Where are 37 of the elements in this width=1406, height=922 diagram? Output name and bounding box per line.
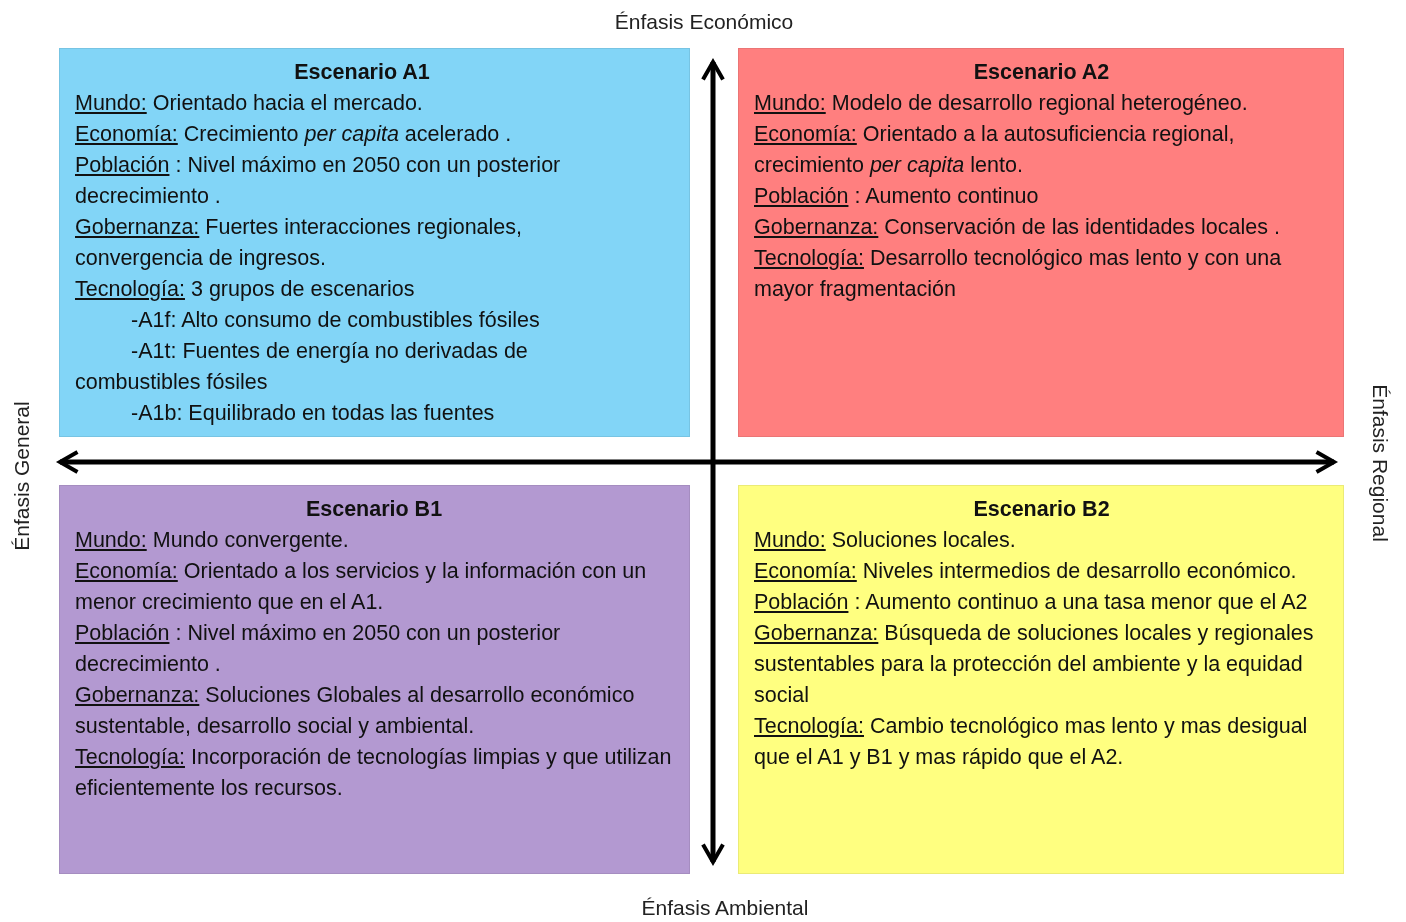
- double-arrow: [58, 450, 1336, 474]
- scenario-heading: Escenario B2: [973, 496, 1110, 523]
- scenario-line: Población : Aumento continuo a una tasa menor que el A2: [754, 589, 1308, 616]
- scenario-line: Población : Nivel máximo en 2050 con un posterior decrecimiento .: [75, 152, 562, 210]
- scenario-line: Tecnología: Desarrollo tecnológico mas lento y con una mayor fragmentación: [754, 245, 1283, 303]
- scenario-line: Tecnología: Cambio tecnológico mas lento y mas desigual que el A1 y B1 y mas rápido que el A2.: [754, 713, 1309, 771]
- scenario-line: Gobernanza: Búsqueda de soluciones locales y regionales sustentables para la protección del ambiente y la equidad social: [754, 620, 1315, 709]
- scenario-line: Tecnología: Incorporación de tecnologías limpias y que utilizan eficientemente los recursos.: [75, 744, 673, 802]
- scenario-line: Tecnología: 3 grupos de escenarios: [75, 276, 415, 303]
- scenario-line: Economía: Niveles intermedios de desarrollo económico.: [754, 558, 1297, 585]
- axis-label: Énfasis Ambiental: [641, 896, 809, 920]
- sub-item-text: -A1f: Alto consumo de combustibles fósiles: [130, 307, 540, 334]
- scenario-line: Economía: Crecimiento per capita acelerado .: [75, 121, 512, 148]
- scenario-box: [59, 48, 690, 437]
- scenario-line: Mundo: Mundo convergente.: [75, 527, 349, 554]
- scenario-box: [738, 48, 1344, 437]
- axis-label: Énfasis Económico: [614, 10, 794, 34]
- scenario-line: Economía: Orientado a la autosuficiencia regional, crecimiento per capita lento.: [754, 121, 1236, 179]
- scenario-line: Gobernanza: Conservación de las identidades locales .: [754, 214, 1280, 241]
- scenario-line: Economía: Orientado a los servicios y la información con un menor crecimiento que en el A1.: [75, 558, 648, 616]
- scenario-line: Mundo: Modelo de desarrollo regional heterogéneo.: [754, 90, 1248, 117]
- scenario-line: Población : Nivel máximo en 2050 con un posterior decrecimiento .: [75, 620, 562, 678]
- scenario-line: Gobernanza: Fuertes interacciones regionales, convergencia de ingresos.: [75, 214, 523, 272]
- scenario-heading: Escenario A2: [973, 59, 1110, 86]
- axis-label: Énfasis Regional: [1368, 384, 1392, 542]
- scenario-line: Población : Aumento continuo: [754, 183, 1039, 210]
- scenario-heading: Escenario B1: [305, 496, 443, 523]
- scenario-box: [59, 485, 690, 874]
- scenario-box: [738, 485, 1344, 874]
- sub-item-text: -A1t: Fuentes de energía no derivadas de combustibles fósiles: [75, 338, 529, 396]
- axis-label: Énfasis General: [10, 401, 34, 551]
- scenario-line: Mundo: Soluciones locales.: [754, 527, 1016, 554]
- scenario-heading: Escenario A1: [294, 59, 430, 86]
- sub-item-text: -A1b: Equilibrado en todas las fuentes: [130, 400, 495, 427]
- scenario-line: Mundo: Orientado hacia el mercado.: [75, 90, 423, 117]
- scenario-line: Gobernanza: Soluciones Globales al desarrollo económico sustentable, desarrollo social y ambiental.: [75, 682, 636, 740]
- double-arrow: [701, 60, 725, 864]
